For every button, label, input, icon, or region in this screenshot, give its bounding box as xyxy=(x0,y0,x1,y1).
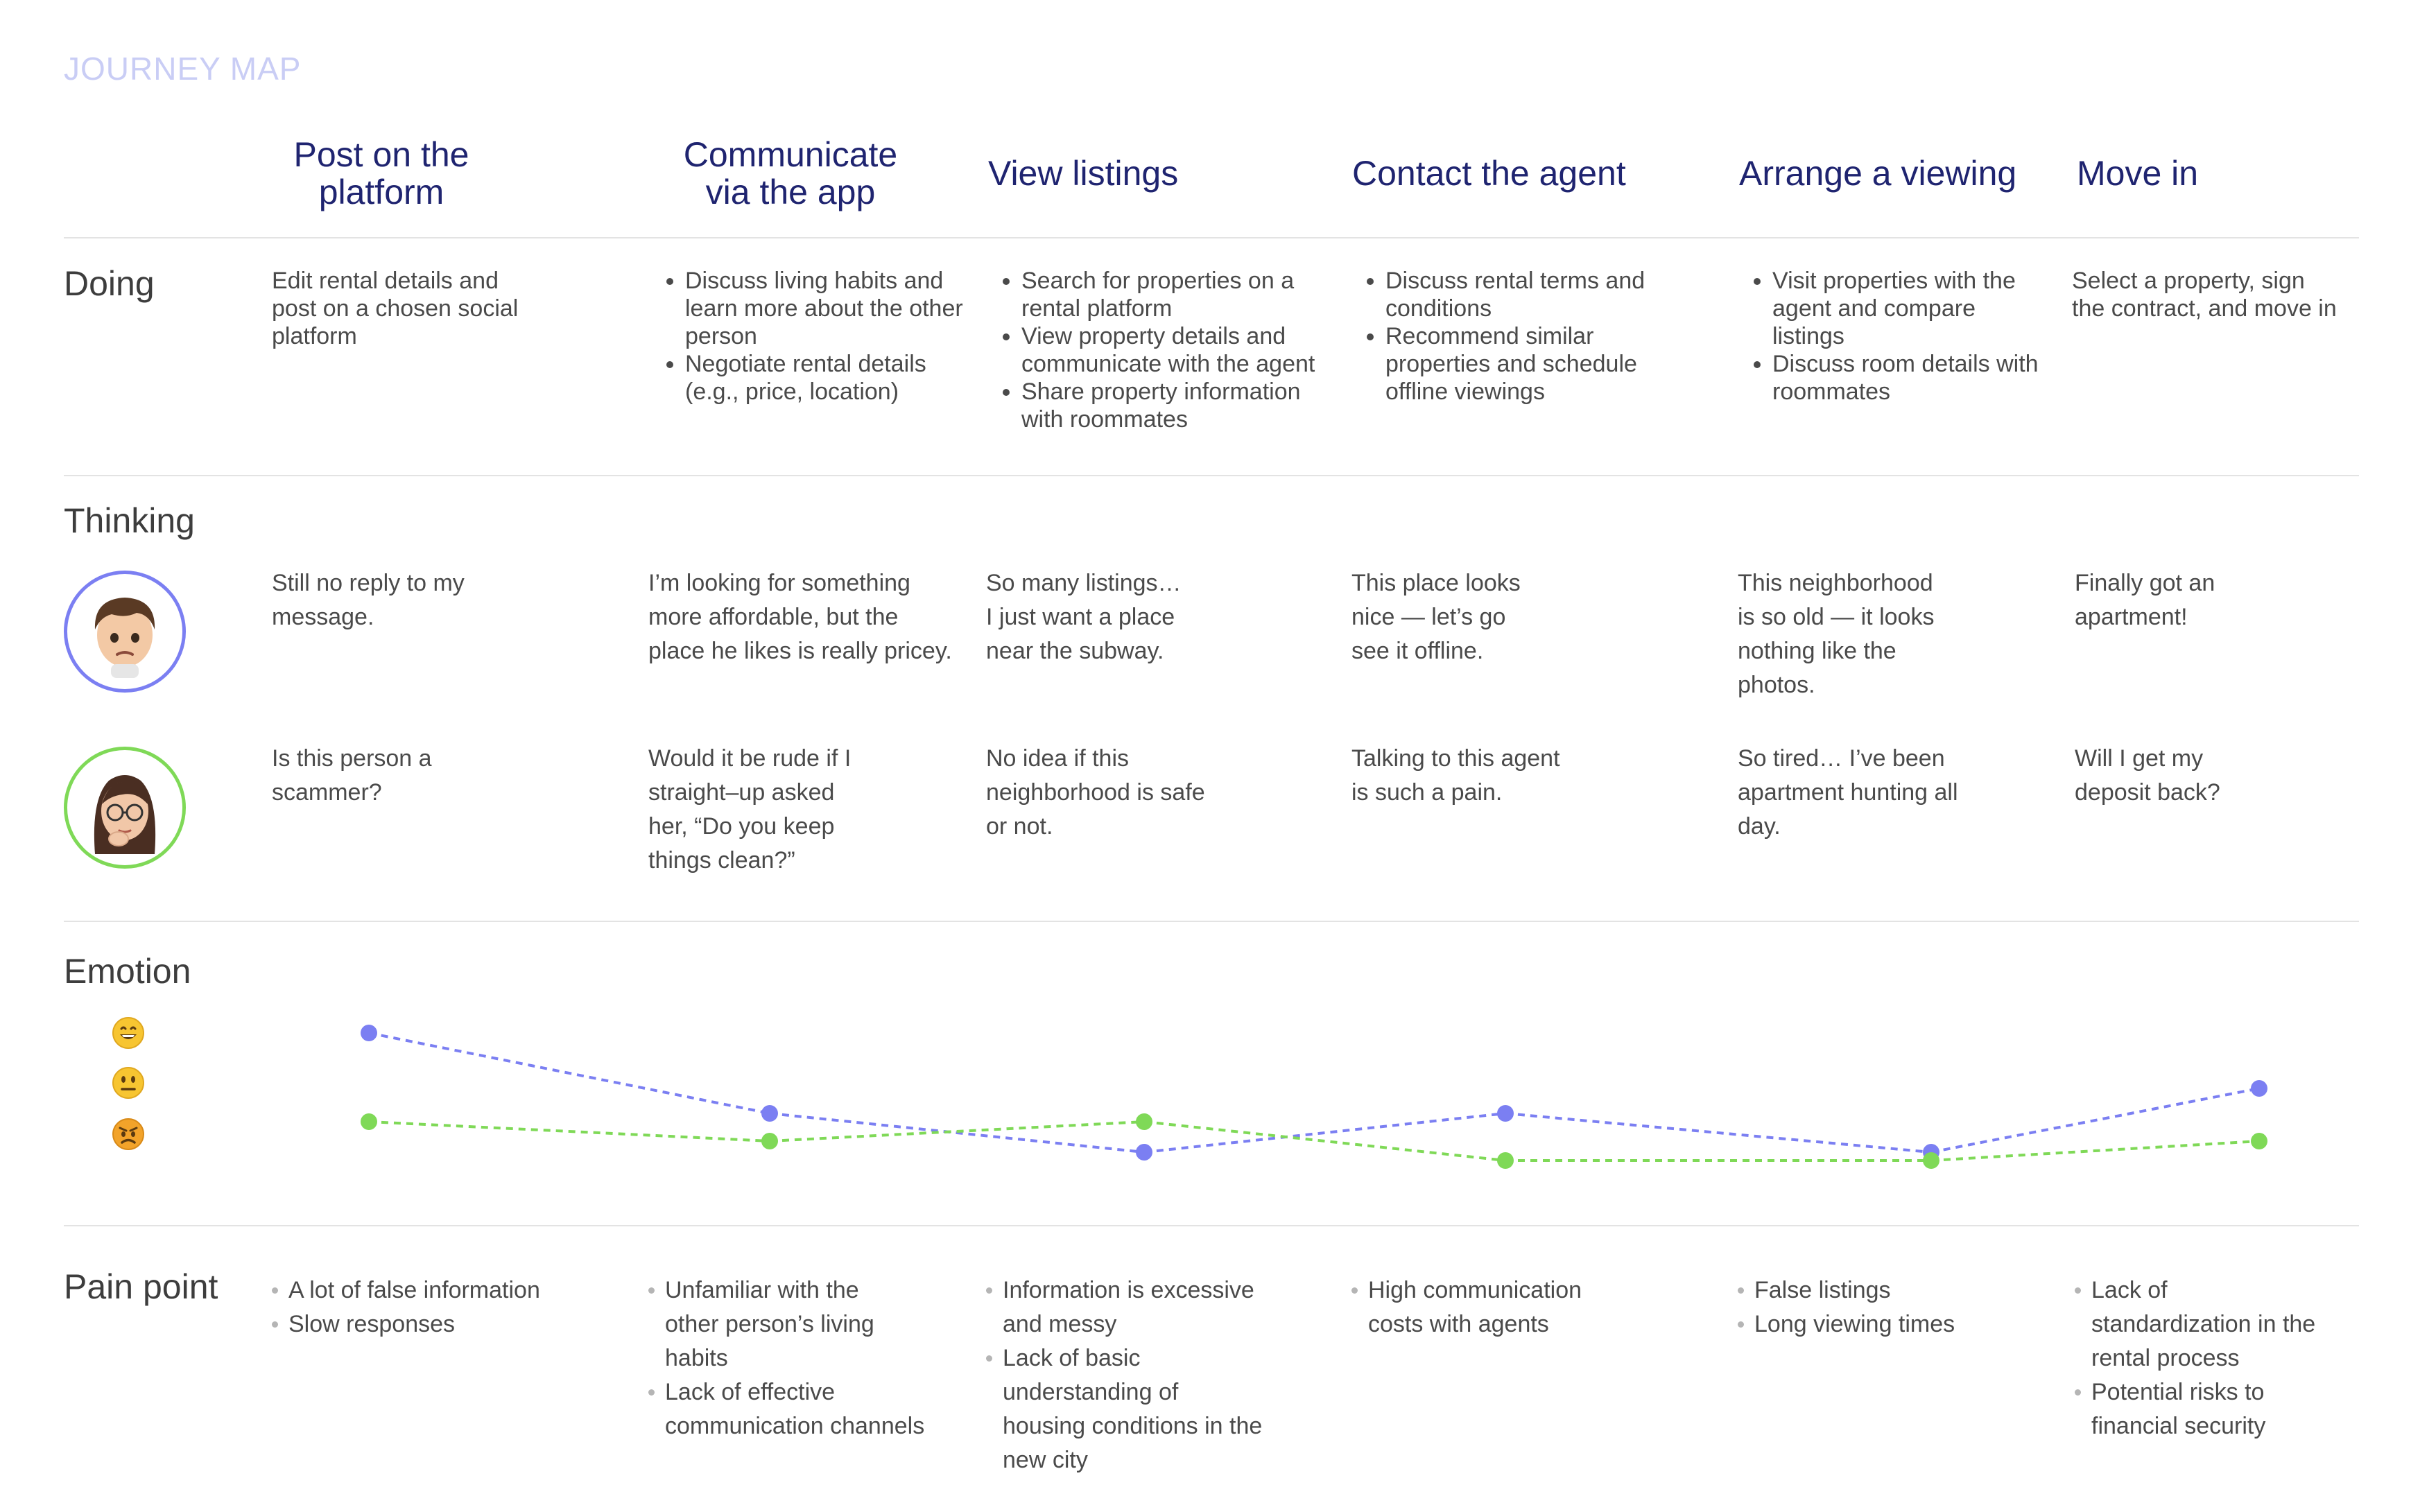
doing-cell-contact-agent: Discuss rental terms and conditions Reco… xyxy=(1360,267,1652,406)
pain-item: Lack of basic understanding of housing c… xyxy=(986,1341,1262,1477)
pain-item: Lack of effective communication channels xyxy=(648,1375,924,1443)
thought-b-view-listings: No idea if this neighborhood is safe or … xyxy=(986,745,1205,840)
pain-item: Unfamiliar with the other person’s livin… xyxy=(648,1274,924,1375)
thought-b-post: Is this person a scammer? xyxy=(272,745,432,806)
girl-avatar-icon xyxy=(94,775,156,854)
boy-avatar-icon xyxy=(94,598,155,678)
emotion-line-segment-b xyxy=(1143,1120,1506,1162)
doing-bullet: Discuss living habits and learn more abo… xyxy=(685,267,965,350)
doing-bullet: Discuss room details with roommates xyxy=(1772,350,2039,406)
doing-cell-arrange-viewing: Visit properties with the agent and comp… xyxy=(1747,267,2039,406)
doing-bullet: View property details and communicate wi… xyxy=(1021,322,1336,378)
row-label-emotion: Emotion xyxy=(64,952,191,991)
angry-emoji-icon xyxy=(112,1118,144,1150)
doing-cell-move-in: Select a property, sign the contract, an… xyxy=(2072,268,2337,322)
emotion-point-b xyxy=(1136,1113,1152,1130)
doing-cell-communicate: Discuss living habits and learn more abo… xyxy=(660,267,965,406)
pain-item: Information is excessive and messy xyxy=(986,1274,1262,1341)
doing-bullet: Visit properties with the agent and comp… xyxy=(1772,267,2039,350)
thought-a-post: Still no reply to my message. xyxy=(272,570,465,630)
doing-bullet: Recommend similar properties and schedul… xyxy=(1385,322,1652,406)
divider xyxy=(64,475,2359,476)
emotion-point-a xyxy=(761,1105,778,1122)
pain-cell-move-in: Lack of standardization in the rental pr… xyxy=(2075,1274,2315,1443)
pain-item: Slow responses xyxy=(272,1307,540,1341)
pain-item: Potential risks to financial security xyxy=(2075,1375,2315,1443)
thought-a-move-in: Finally got an apartment! xyxy=(2075,570,2215,630)
emotion-point-b xyxy=(361,1113,377,1130)
neutral-emoji-icon xyxy=(112,1067,144,1099)
thought-a-view-listings: So many listings… I just want a place ne… xyxy=(986,570,1182,664)
pain-cell-arrange-viewing: False listings Long viewing times xyxy=(1738,1274,1955,1341)
stage-header-arrange-viewing: Arrange a viewing xyxy=(1739,154,2017,193)
row-label-thinking: Thinking xyxy=(64,501,195,540)
emotion-line-segment-a xyxy=(1930,1087,2260,1154)
persona-a-avatar xyxy=(64,571,186,693)
doing-bullet: Negotiate rental details (e.g., price, l… xyxy=(685,350,965,406)
pain-cell-contact-agent: High communication costs with agents xyxy=(1351,1274,1582,1341)
pain-item: False listings xyxy=(1738,1274,1955,1307)
thought-a-arrange-viewing: This neighborhood is so old — it looks n… xyxy=(1738,570,1935,698)
doing-bullet: Search for properties on a rental platfo… xyxy=(1021,267,1336,322)
pain-cell-view-listings: Information is excessive and messy Lack … xyxy=(986,1274,1262,1477)
pain-cell-communicate: Unfamiliar with the other person’s livin… xyxy=(648,1274,924,1443)
emotion-point-a xyxy=(1136,1144,1152,1161)
persona-b-avatar xyxy=(64,747,186,869)
doing-cell-view-listings: Search for properties on a rental platfo… xyxy=(996,267,1336,433)
thought-b-move-in: Will I get my deposit back? xyxy=(2075,745,2220,806)
emotion-point-a xyxy=(2251,1080,2267,1097)
divider xyxy=(64,1225,2359,1226)
page-title: JOURNEY MAP xyxy=(64,51,302,87)
emotion-line-segment-a xyxy=(1143,1112,1506,1154)
emotion-point-a xyxy=(1497,1105,1514,1122)
emotion-point-b xyxy=(1497,1152,1514,1169)
pain-item: Long viewing times xyxy=(1738,1307,1955,1341)
doing-bullet: Share property information with roommate… xyxy=(1021,378,1336,433)
row-label-doing: Doing xyxy=(64,264,155,303)
divider xyxy=(64,921,2359,922)
emotion-line-segment-b xyxy=(368,1120,770,1142)
pain-item: High communication costs with agents xyxy=(1351,1274,1582,1341)
thought-b-contact-agent: Talking to this agent is such a pain. xyxy=(1351,745,1560,806)
thought-a-contact-agent: This place looks nice — let’s go see it … xyxy=(1351,570,1521,664)
stage-header-move-in: Move in xyxy=(2077,154,2199,193)
thought-b-communicate: Would it be rude if I straight–up asked … xyxy=(648,745,852,874)
emotion-point-b xyxy=(761,1133,778,1149)
thought-a-communicate: I’m looking for something more affordabl… xyxy=(648,570,952,664)
row-label-pain-point: Pain point xyxy=(64,1267,218,1306)
thought-b-arrange-viewing: So tired… I’ve been apartment hunting al… xyxy=(1738,745,1958,840)
divider xyxy=(64,237,2359,238)
emotion-line-segment-a xyxy=(1505,1112,1932,1154)
pain-item: Lack of standardization in the rental pr… xyxy=(2075,1274,2315,1375)
stage-header-view-listings: View listings xyxy=(988,154,1179,193)
stage-header-post: Post on the platform xyxy=(293,135,469,211)
emotion-point-b xyxy=(2251,1133,2267,1149)
pain-item: A lot of false information xyxy=(272,1274,540,1307)
emotion-line-segment-b xyxy=(1930,1140,2260,1162)
emotion-line-segment-a xyxy=(368,1032,770,1115)
stage-header-contact-agent: Contact the agent xyxy=(1352,154,1626,193)
pain-cell-post: A lot of false information Slow response… xyxy=(272,1274,540,1341)
emotion-line-segment-b xyxy=(769,1120,1145,1142)
emotion-point-a xyxy=(361,1025,377,1041)
doing-cell-post: Edit rental details and post on a chosen… xyxy=(272,268,519,349)
stage-header-communicate: Communicate via the app xyxy=(683,135,898,211)
happy-emoji-icon xyxy=(112,1017,144,1049)
emotion-point-b xyxy=(1923,1152,1939,1169)
doing-bullet: Discuss rental terms and conditions xyxy=(1385,267,1652,322)
